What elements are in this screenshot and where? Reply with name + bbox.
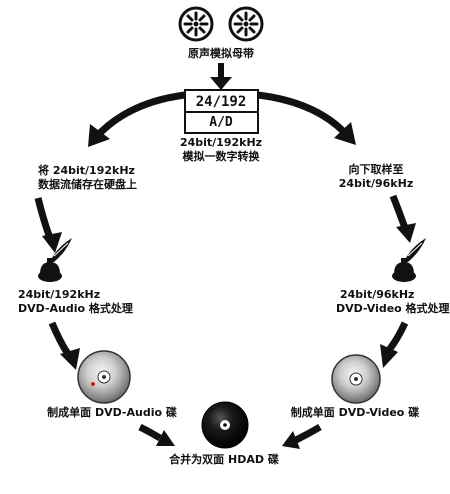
right-downsample-caption-line-1: 向下取样至 [348, 163, 404, 176]
tape-reel-icon [228, 6, 264, 42]
arrow-down-icon [210, 63, 232, 90]
left-process-caption-line-1: 24bit/192kHz [18, 288, 101, 301]
converter-caption-line-2: 模拟一数字转换 [182, 150, 260, 163]
cd-disc-icon [331, 354, 381, 404]
converter-box-top-text: 24/192 [195, 94, 247, 110]
left-disc-caption: 制成单面 DVD-Audio 碟 [47, 406, 177, 419]
right-disc-caption: 制成单面 DVD-Video 碟 [290, 406, 420, 419]
right-process-caption-line-1: 24bit/96kHz [340, 288, 415, 301]
converter-box-bottom-text: A/D [209, 115, 233, 130]
arrow-to-center-left-icon [138, 423, 175, 446]
arrow-down-left-2-icon [48, 321, 80, 370]
left-storage-caption-line-2: 数据流储存在硬盘上 [38, 178, 137, 191]
tape-reel-icon [178, 6, 214, 42]
converter-caption-line-1: 24bit/192kHz [179, 136, 263, 149]
quill-inkwell-icon [38, 238, 72, 282]
arrow-down-left-1-icon [34, 197, 62, 253]
converter-box [184, 89, 259, 134]
right-process-caption-line-2: DVD-Video 格式处理 [336, 302, 450, 315]
arc-arrow-left-icon [88, 91, 186, 147]
arc-arrow-right-icon [257, 91, 356, 145]
source-label: 原声模拟母带 [188, 47, 254, 60]
left-process-caption-line-2: DVD-Audio 格式处理 [18, 302, 133, 315]
right-downsample-caption-line-2: 24bit/96kHz [338, 177, 414, 190]
cd-disc-icon [77, 350, 131, 404]
left-storage-caption-line-1: 将 24bit/192kHz [38, 164, 135, 177]
final-caption: 合并为双面 HDAD 碟 [169, 453, 279, 466]
black-disc-icon [201, 401, 249, 449]
quill-inkwell-icon [392, 238, 426, 282]
arrow-to-center-right-icon [282, 423, 322, 449]
arrow-down-right-2-icon [380, 321, 409, 368]
arrow-down-right-1-icon [389, 194, 416, 243]
